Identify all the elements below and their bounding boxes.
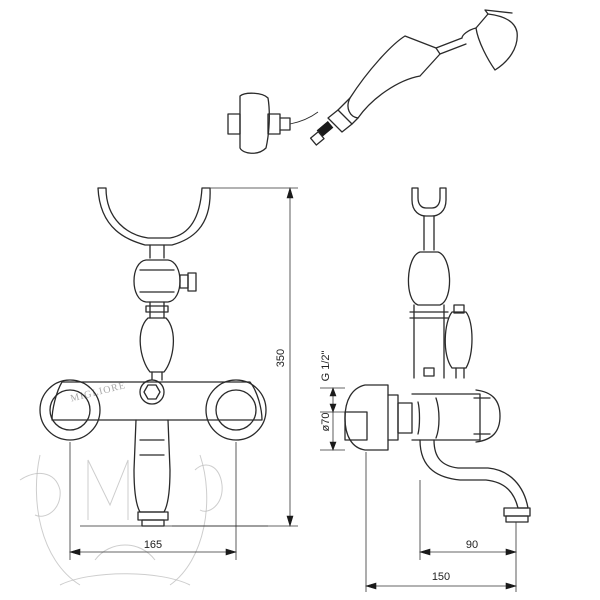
dimension-projection-label: 150 <box>432 571 450 583</box>
dimension-lines <box>70 188 516 592</box>
dimension-thread-label: G 1/2" <box>320 351 332 382</box>
dimension-reach-label: 90 <box>466 539 478 551</box>
side-view <box>345 188 530 522</box>
hand-shower <box>228 10 517 153</box>
dimension-height-label: 350 <box>275 349 287 367</box>
dimension-diameter-label: ø70 <box>320 413 332 432</box>
dimension-width-label: 165 <box>144 539 162 551</box>
front-view <box>40 188 268 526</box>
